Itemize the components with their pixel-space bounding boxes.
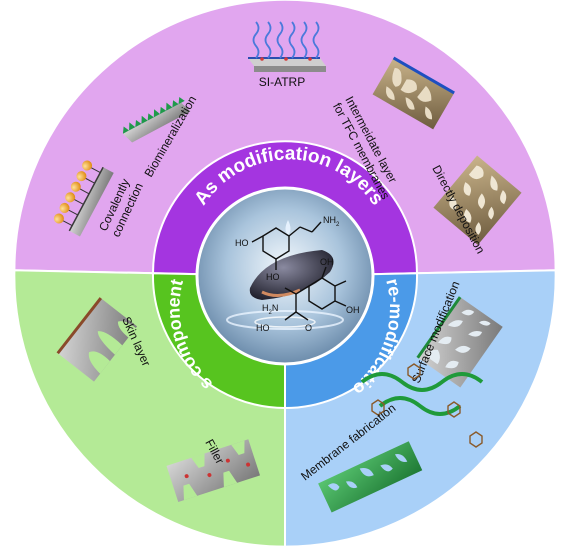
polymer-strands-illustration <box>360 363 484 448</box>
dopamine-hydroxyl-2: HO <box>266 272 280 282</box>
filler-illustration <box>166 439 261 502</box>
water-ripple <box>226 310 344 330</box>
water-drop-icon <box>285 220 291 235</box>
directly-deposition-illustration <box>433 155 522 245</box>
biomineralization-illustration <box>122 96 191 143</box>
surface-modification-illustration <box>416 296 503 388</box>
dopa-amine-label: H2N <box>262 303 278 316</box>
dopamine-molecule <box>251 221 322 270</box>
outer-sector-modification-layers <box>13 0 557 278</box>
covalent-connection-illustration <box>53 160 114 237</box>
dopa-carboxyl-o: O <box>305 323 312 333</box>
dopa-oh-2: OH <box>346 305 360 315</box>
si-atrp-illustration <box>248 21 326 72</box>
membrane-fabrication-illustration <box>318 441 423 513</box>
label-si-atrp: SI-ATRP <box>259 75 305 89</box>
intermediate-layer-illustration <box>372 56 455 130</box>
mussel-foot-icon <box>261 288 301 297</box>
skin-layer-illustration <box>56 297 138 382</box>
dopamine-hydroxyl-1: HO <box>235 238 249 248</box>
dopa-oh-1: OH <box>320 257 334 267</box>
dopa-carboxyl-oh: HO <box>256 323 270 333</box>
mussel-shell-icon <box>249 250 334 300</box>
dopa-molecule <box>284 266 347 321</box>
water-ripple <box>254 316 316 328</box>
dopamine-amine-label: NH2 <box>323 215 340 228</box>
